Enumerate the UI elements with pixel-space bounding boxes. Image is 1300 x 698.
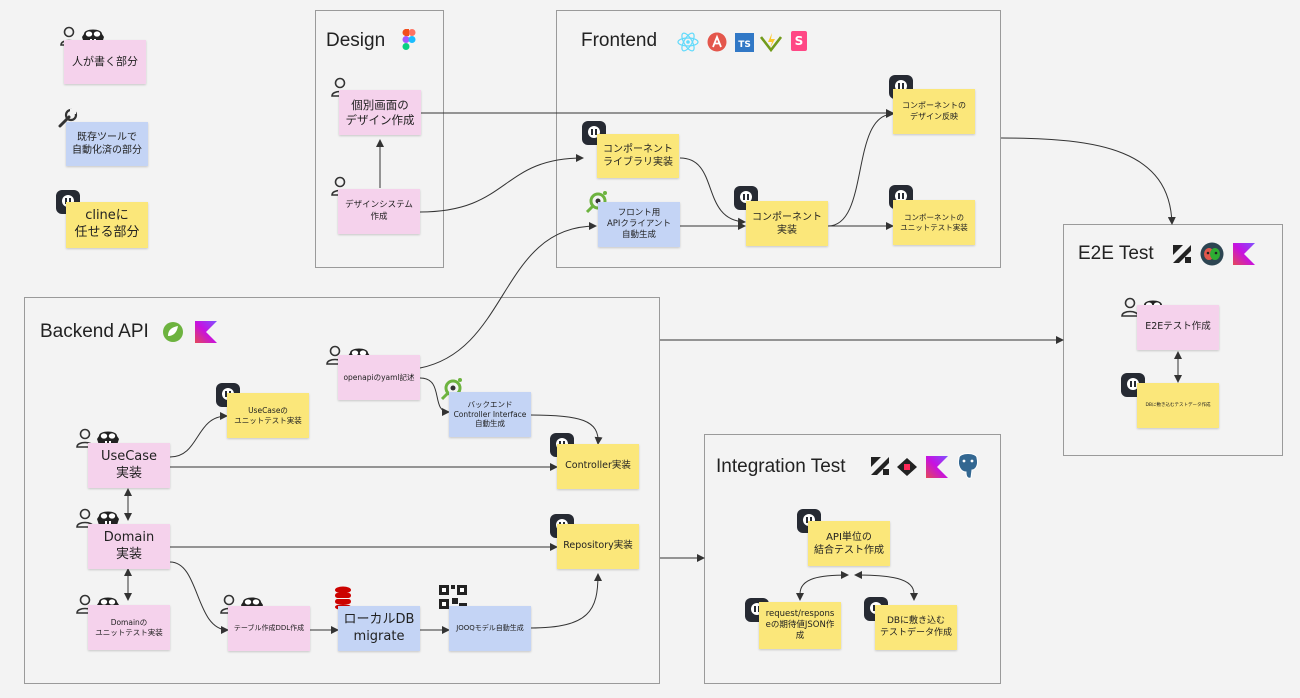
backend-domain-test-note: Domainの ユニットテスト実装: [88, 605, 170, 650]
e2e-data-note: DBに敷き込むテストデータ作成: [1137, 383, 1219, 428]
playwright-icon: [1173, 245, 1191, 263]
storybook-icon: S: [791, 31, 807, 51]
kotlin-icon: [926, 456, 948, 478]
frontend-client-note: フロント用 APIクライアント 自動生成: [598, 202, 680, 247]
backend-openapi-note: openapiのyaml記述: [338, 355, 420, 400]
integration-data-note: DBに敷き込む テストデータ作成: [875, 605, 957, 650]
playwright-mascot-icon: [1200, 242, 1224, 266]
arrow-controllerif-to-controller: [529, 414, 603, 445]
design-individual-note: 個別画面の デザイン作成: [339, 90, 421, 135]
backend-domain-note: Domain 実装: [88, 524, 170, 569]
arrow-json-to-apitest: [796, 571, 849, 601]
arrow-usecase-to-usecasetest: [169, 412, 228, 458]
aspida-icon: [707, 32, 727, 52]
arrow-system-to-library: [419, 154, 584, 213]
backend-frame-title: Backend API: [40, 321, 149, 342]
backend-ddl-note: テーブル作成DDL作成: [228, 606, 310, 651]
arrow-component-to-reflect: [827, 110, 894, 227]
intellij-icon: [897, 458, 917, 476]
e2e-create-note: E2Eテスト作成: [1137, 305, 1219, 350]
integration-api-test-note: API単位の 結合テスト作成: [808, 521, 890, 566]
backend-migrate-note: ローカルDB migrate: [338, 606, 420, 651]
arrow-openapi-to-client: [419, 222, 597, 369]
arrow-domain-to-ddl: [169, 561, 229, 634]
arrow-data-to-apitest: [854, 571, 918, 601]
vitest-icon: [760, 33, 782, 52]
frontend-component-note: コンポーネント 実装: [746, 201, 828, 246]
react-icon: [677, 32, 699, 52]
typescript-icon: TS: [735, 33, 754, 52]
figma-icon: [402, 29, 416, 50]
kotlin-icon: [195, 321, 217, 343]
spring-icon: [163, 322, 183, 342]
backend-jooq-note: JOOQモデル自動生成: [449, 606, 531, 651]
e2e-frame-title: E2E Test: [1078, 243, 1154, 264]
legend-cline-note: clineに 任せる部分: [66, 202, 148, 248]
kotlin-icon: [1233, 243, 1255, 265]
arrow-openapi-to-controller-if: [419, 377, 450, 416]
postgresql-icon: [958, 453, 978, 479]
copilot-icon: [97, 511, 119, 528]
backend-repository-note: Repository実装: [557, 524, 639, 569]
backend-controller-if-note: バックエンド Controller Interface 自動生成: [449, 392, 531, 437]
integration-json-note: request/respons eの期待値JSON作 成: [759, 602, 841, 649]
design-frame-title: Design: [326, 30, 386, 51]
frontend-design-reflect-note: コンポーネントの デザイン反映: [893, 89, 975, 134]
backend-controller-note: Controller実装: [557, 444, 639, 489]
backend-usecase-test-note: UseCaseの ユニットテスト実装: [227, 393, 309, 438]
legend-tool-note: 既存ツールで 自動化済の部分: [66, 122, 148, 166]
wrench-icon: [58, 108, 78, 128]
arrow-frontend-to-e2e: [1000, 137, 1176, 225]
frontend-unit-test-note: コンポーネントの ユニットテスト実装: [893, 200, 975, 245]
playwright-icon: [871, 457, 889, 475]
frontend-library-note: コンポーネント ライブラリ実装: [597, 134, 679, 178]
frontend-frame-title: Frontend: [581, 30, 658, 51]
design-system-note: デザインシステム 作成: [338, 189, 420, 234]
legend-human-note: 人が書く部分: [64, 40, 146, 84]
integration-frame-title: Integration Test: [716, 456, 846, 477]
backend-usecase-note: UseCase 実装: [88, 443, 170, 488]
arrow-jooq-to-repository: [529, 573, 602, 629]
arrow-library-to-component: [679, 157, 746, 226]
